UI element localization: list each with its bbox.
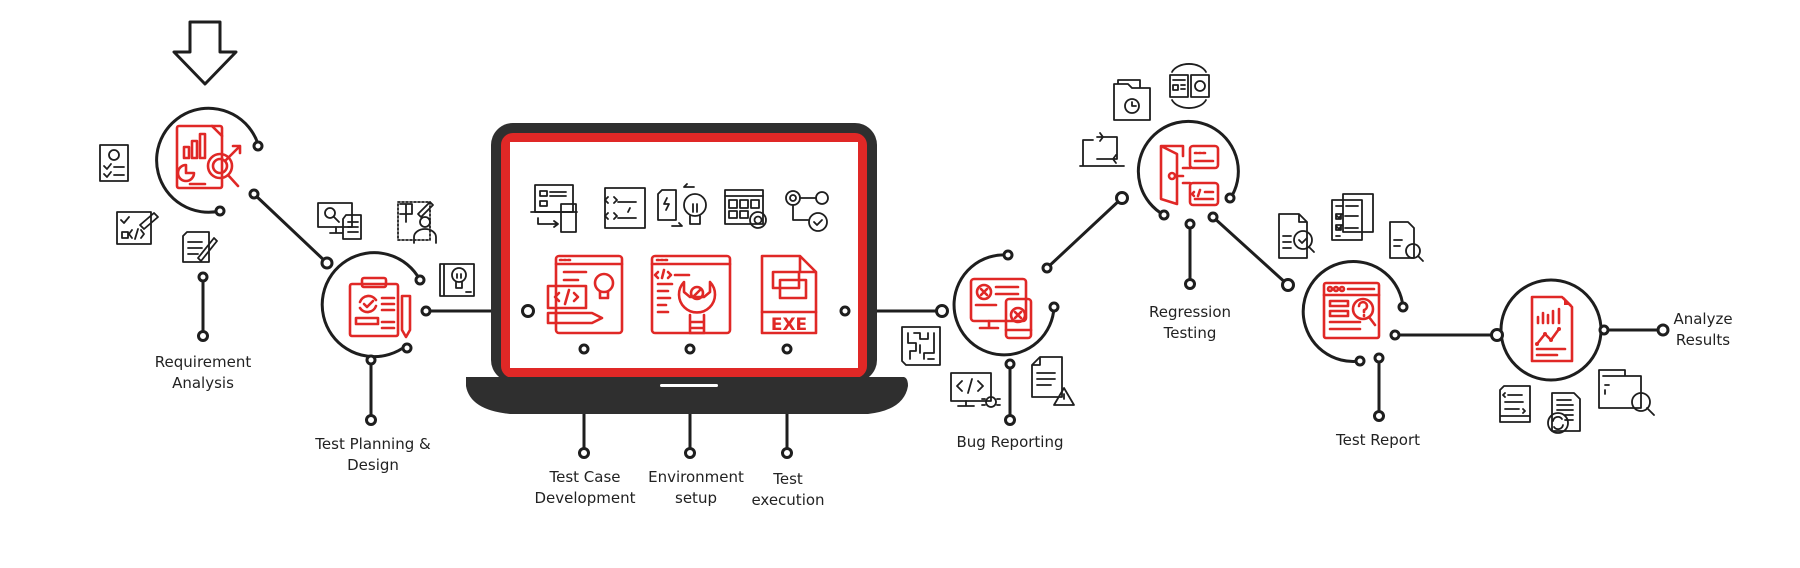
stage-test-report (1278, 193, 1424, 422)
stage-requirement-analysis (99, 106, 264, 342)
stage-test-planning-design (317, 201, 475, 426)
code-idea-icon (546, 254, 624, 335)
idea-conversion-icon (657, 183, 707, 227)
laptop-frame (466, 123, 908, 414)
dashboard-settings-icon (724, 189, 767, 229)
stage-bug-reporting (901, 249, 1075, 426)
exe-file-icon: EXE (760, 254, 818, 335)
svg-text:EXE: EXE (771, 315, 807, 335)
label-test-execution: Test execution (751, 470, 825, 509)
maze-document-icon (901, 326, 941, 366)
report-question-icon (1322, 281, 1381, 340)
label-analyze-results: Analyze Results (1673, 310, 1733, 349)
clipboard-plan-icon (348, 276, 412, 339)
file-refresh-icon (1547, 392, 1581, 434)
checklist-stack-icon (1331, 193, 1374, 241)
code-file-icon (1499, 385, 1531, 423)
document-check-icon (1278, 213, 1315, 259)
folder-history-icon (1113, 79, 1151, 121)
label-test-case-development: Test Case Development (534, 468, 636, 507)
laptop-output-dot (839, 305, 851, 317)
settings-checklist-icon (99, 144, 129, 182)
start-down-arrow-icon (172, 20, 238, 86)
laptop-mobile-sync-icon (530, 184, 578, 233)
code-checklist-icon (116, 211, 159, 245)
wrench-config-icon (650, 254, 732, 335)
document-edit-icon (182, 231, 218, 263)
document-warning-icon (1031, 356, 1075, 406)
blueprint-idea-icon (439, 263, 475, 297)
stage-analyze-results (1490, 278, 1670, 434)
chart-document-icon (1530, 295, 1574, 363)
code-document-icon (604, 187, 646, 229)
label-requirement-analysis: Requirement Analysis (154, 353, 252, 392)
label-environment-setup: Environment setup (648, 468, 744, 507)
laptop-input-dot (521, 304, 535, 318)
page-refresh-icon (1169, 63, 1210, 109)
laptop-top-icons (530, 183, 829, 233)
devices-error-icon (969, 277, 1033, 340)
label-regression-testing: Regression Testing (1148, 303, 1232, 342)
label-test-planning-design: Test Planning & Design (315, 435, 431, 474)
folder-search-icon (1598, 369, 1655, 416)
connector-lines (201, 192, 1665, 455)
stage-test-case-development (546, 254, 624, 459)
laptop-sync-icon (1079, 132, 1125, 167)
stage-regression-testing (1079, 63, 1240, 290)
label-test-report: Test Report (1335, 431, 1421, 449)
monitor-search-icon (317, 202, 362, 240)
designer-blueprint-icon (397, 201, 437, 244)
stage-environment-setup (650, 254, 732, 459)
stage-test-execution: EXE (760, 254, 818, 459)
gear-workflow-icon (785, 190, 829, 232)
label-bug-reporting: Bug Reporting (956, 433, 1064, 451)
document-search-icon (1389, 221, 1424, 262)
monitor-bug-icon (950, 372, 1001, 408)
report-analysis-icon (175, 124, 242, 190)
door-server-icon (1159, 144, 1220, 207)
